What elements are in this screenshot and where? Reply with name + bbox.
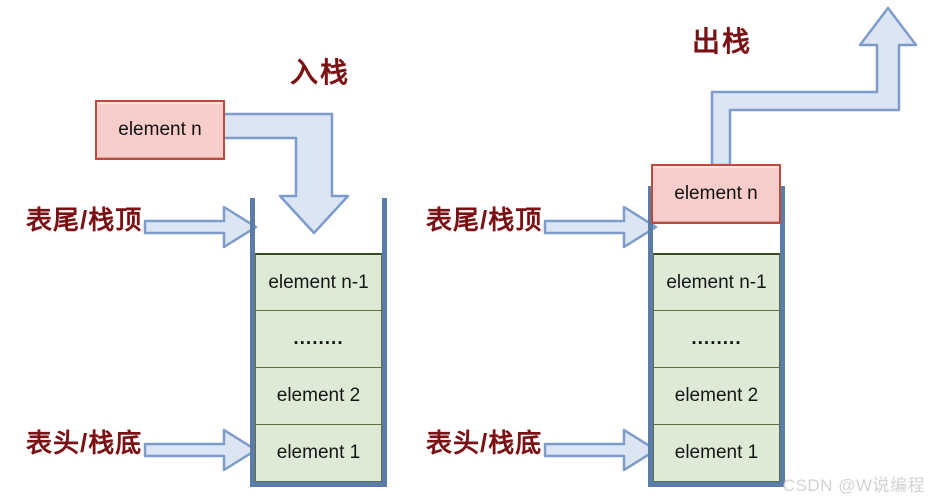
stack-left: element n-1 ........ element 2 element 1 bbox=[250, 198, 387, 487]
stack-right: element n-1 ........ element 2 element 1 bbox=[648, 186, 785, 487]
bottom-pointer-arrow-left bbox=[143, 428, 258, 472]
stack-cell: ........ bbox=[255, 310, 382, 368]
stack-cell: element 2 bbox=[653, 367, 780, 425]
top-pointer-arrow-right bbox=[543, 205, 658, 249]
bottom-pointer-arrow-right bbox=[543, 428, 658, 472]
bottom-pointer-label-right: 表头/栈底 bbox=[426, 428, 543, 458]
top-pointer-label-left: 表尾/栈顶 bbox=[26, 205, 143, 235]
top-pointer-label-right: 表尾/栈顶 bbox=[426, 205, 543, 235]
element-n-box-push: element n bbox=[95, 100, 225, 160]
bottom-pointer-label-left: 表头/栈底 bbox=[26, 428, 143, 458]
stack-right-cells: element n-1 ........ element 2 element 1 bbox=[653, 253, 780, 482]
push-operation-label: 入栈 bbox=[290, 57, 351, 88]
stack-cell: element n-1 bbox=[255, 253, 382, 311]
top-pointer-arrow-left bbox=[143, 205, 258, 249]
stack-cell: ........ bbox=[653, 310, 780, 368]
stack-cell: element 1 bbox=[255, 424, 382, 482]
pop-operation-label: 出栈 bbox=[692, 26, 753, 57]
stack-cell: element n-1 bbox=[653, 253, 780, 311]
stack-cell: element 1 bbox=[653, 424, 780, 482]
pop-elbow-arrow bbox=[710, 6, 918, 167]
element-n-box-pop: element n bbox=[651, 164, 781, 224]
csdn-watermark: CSDN @W说编程 bbox=[782, 476, 925, 495]
stack-left-cells: element n-1 ........ element 2 element 1 bbox=[255, 253, 382, 482]
push-elbow-arrow bbox=[221, 112, 350, 235]
stack-cell: element 2 bbox=[255, 367, 382, 425]
